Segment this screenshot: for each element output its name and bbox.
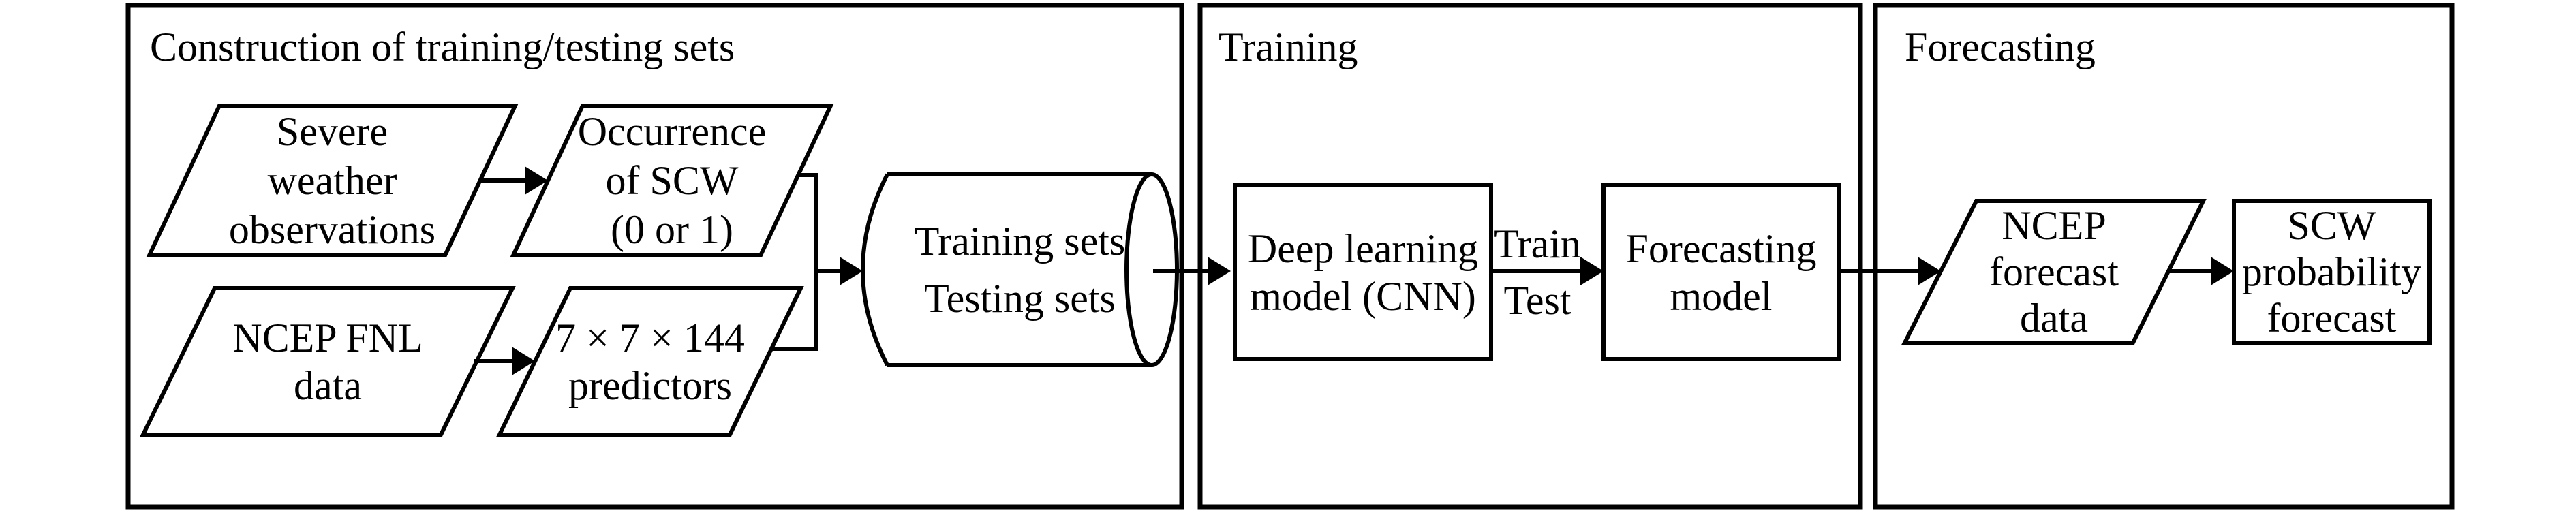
- node-ncep-forecast-data-label: NCEP forecast data: [1905, 201, 2203, 343]
- node-ncep-forecast-data-shape: [1901, 199, 2207, 345]
- label-line: Forecasting: [1625, 225, 1817, 271]
- label-line: 7 × 7 × 144: [555, 315, 745, 360]
- label-line: NCEP FNL: [232, 315, 423, 360]
- label-line: (0 or 1): [611, 207, 733, 252]
- node-scw-probability-forecast-label: SCW probability forecast: [2234, 201, 2429, 343]
- label-line: weather: [267, 158, 397, 203]
- arrowhead-bracket-to-cylinder: [840, 257, 863, 285]
- label-line: SCW: [2287, 203, 2376, 248]
- node-occurrence-of-scw-label: Occurrence of SCW (0 or 1): [513, 106, 831, 255]
- panel-forecasting-frame: [1873, 3, 2455, 510]
- arrowhead-ncepfc-to-scw: [2211, 257, 2234, 285]
- label-line: predictors: [568, 362, 732, 408]
- label-line: model: [1670, 273, 1773, 319]
- label-line: Testing sets: [924, 276, 1116, 321]
- arrowhead-train-test: [1580, 257, 1604, 285]
- arrowhead-cylinder-to-dlmodel: [1208, 257, 1231, 285]
- node-occurrence-of-scw-shape: [510, 104, 834, 258]
- node-predictors-shape: [496, 286, 804, 437]
- node-predictors-label: 7 × 7 × 144 predictors: [500, 288, 801, 435]
- arrows-group: [474, 178, 2215, 363]
- node-ncep-fnl-data-label: NCEP FNL data: [143, 288, 512, 435]
- node-scw-probability-forecast-shape: [2232, 199, 2432, 345]
- panel-training-frame: [1197, 3, 1863, 510]
- arrowhead-fnl-to-predictors: [512, 347, 535, 375]
- label-line: Deep learning: [1247, 225, 1479, 271]
- label-line: forecast: [1989, 249, 2119, 294]
- arrowheads-group: [512, 166, 2234, 375]
- label-line: Severe: [276, 109, 388, 154]
- panel-training-title: Training: [1218, 25, 1358, 69]
- panel-construction-frame: [125, 3, 1184, 510]
- arrowhead-obs-to-occurrence: [525, 166, 548, 195]
- train-edge-label: Train: [1494, 221, 1581, 266]
- node-forecasting-model-label: Forecasting model: [1604, 185, 1839, 359]
- label-line: forecast: [2267, 296, 2397, 341]
- label-line: NCEP: [2002, 203, 2106, 248]
- label-line: probability: [2241, 249, 2422, 294]
- node-severe-weather-observations-shape: [146, 104, 519, 258]
- label-line: data: [2020, 296, 2088, 341]
- node-ncep-fnl-data-shape: [140, 286, 516, 437]
- node-severe-weather-observations-label: Severe weather observations: [149, 106, 515, 255]
- node-forecasting-model-shape: [1601, 183, 1841, 361]
- node-datasets-label: Training sets Testing sets: [863, 174, 1177, 365]
- panel-construction-title: Construction of training/testing sets: [150, 25, 735, 69]
- label-line: data: [294, 362, 362, 408]
- node-datasets-cylinder-body: [861, 172, 1152, 367]
- node-deep-learning-model-shape: [1233, 183, 1493, 361]
- label-line: of SCW: [605, 158, 739, 203]
- test-edge-label: Test: [1503, 278, 1571, 323]
- node-deep-learning-model-label: Deep learning model (CNN): [1235, 185, 1491, 359]
- label-line: Training sets: [914, 219, 1126, 264]
- label-line: Occurrence: [577, 109, 767, 154]
- panel-forecasting-title: Forecasting: [1905, 25, 2096, 69]
- merge-bracket-connector: [771, 173, 818, 351]
- arrowhead-fmodel-to-ncepfc: [1918, 257, 1941, 285]
- label-line: model (CNN): [1250, 273, 1476, 319]
- label-line: observations: [228, 207, 436, 252]
